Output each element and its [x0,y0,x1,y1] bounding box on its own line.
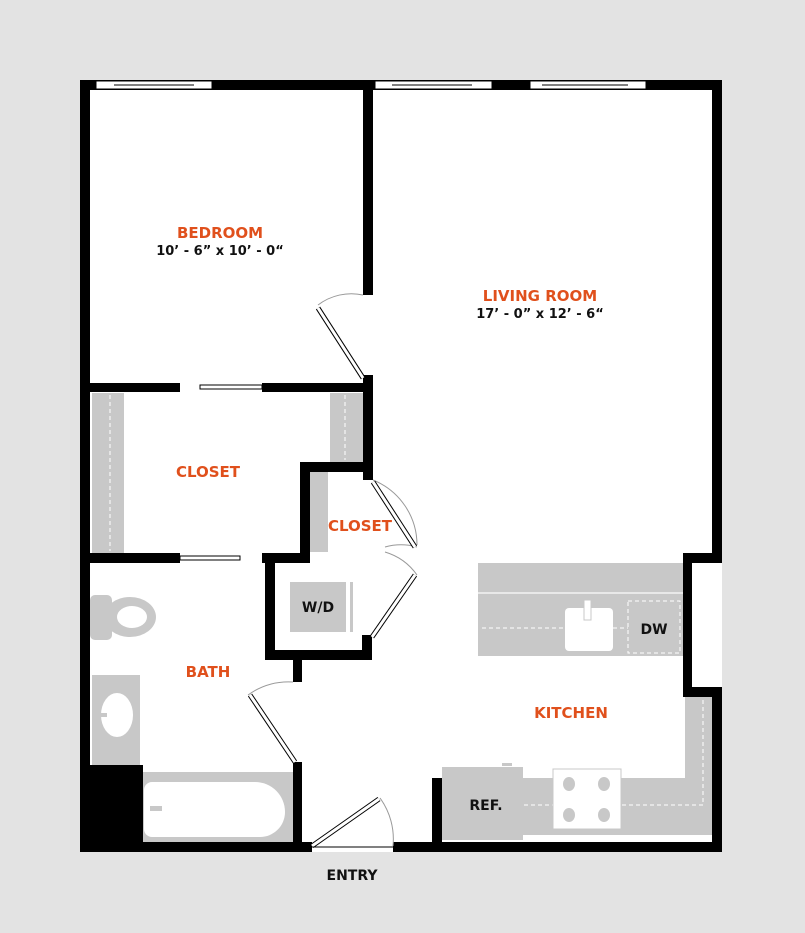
stove [552,768,622,830]
shaft [90,765,143,847]
sliding-doors[interactable] [179,384,263,561]
kitchen-label: KITCHEN [534,704,608,722]
kitchen-counter: DW [478,563,683,656]
bathtub [143,772,293,842]
windows [95,80,647,90]
living-room-label: LIVING ROOM [483,287,597,305]
refrigerator-label: REF. [469,798,502,814]
bath-label: BATH [186,663,231,681]
floor-area [80,80,722,852]
washer-dryer-label: W/D [302,600,334,616]
toilet [90,595,156,640]
swing-doors[interactable] [247,293,418,849]
bath-sink [92,675,140,765]
closet-shelves [92,393,363,553]
closet-label-2: CLOSET [328,517,393,535]
closet-label: CLOSET [176,463,241,481]
bedroom-dimensions: 10’ - 6” x 10’ - 0“ [156,244,284,259]
washer-dryer: W/D [290,582,353,632]
entry-label: ENTRY [327,868,379,884]
dishwasher-label: DW [640,622,667,638]
kitchen-sink [565,608,613,651]
dishwasher [627,600,681,654]
living-room-dimensions: 17’ - 0” x 12’ - 6“ [476,307,604,322]
bedroom-label: BEDROOM [177,224,263,242]
refrigerator: REF. [442,763,523,840]
